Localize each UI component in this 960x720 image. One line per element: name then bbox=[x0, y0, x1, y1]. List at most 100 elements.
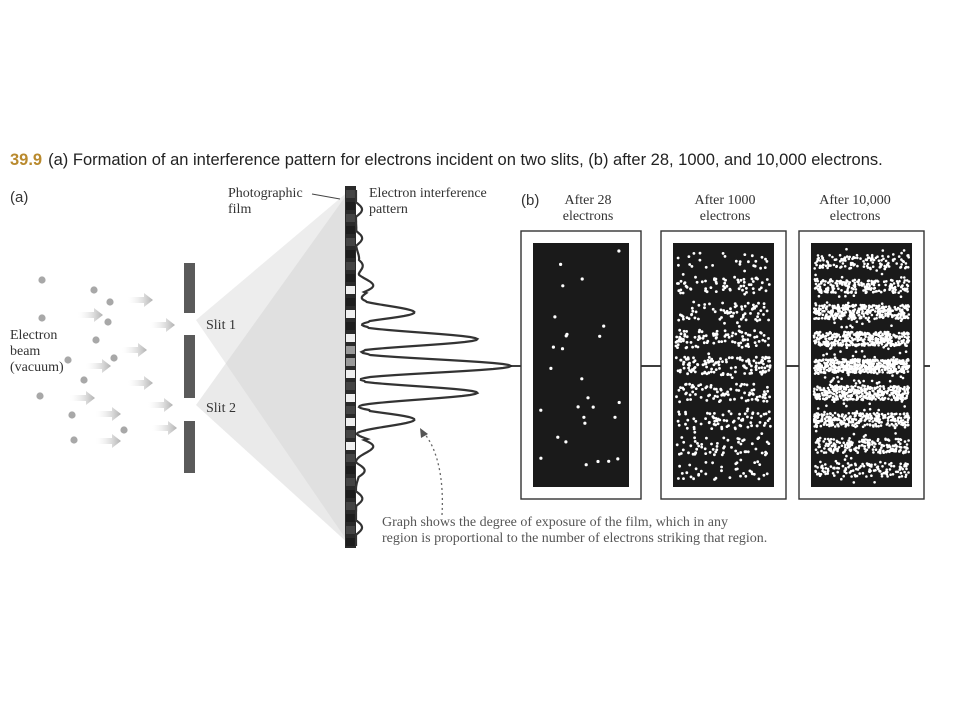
electron-hit bbox=[857, 282, 860, 286]
electron-hit bbox=[869, 416, 872, 420]
film-band bbox=[346, 526, 355, 534]
electron-hit bbox=[766, 364, 769, 368]
electron-hit bbox=[768, 359, 771, 363]
electron-hit bbox=[837, 440, 840, 444]
electron-hit bbox=[750, 470, 753, 474]
electron-hit bbox=[902, 361, 906, 364]
electron-hit bbox=[756, 460, 760, 464]
electron-hit bbox=[716, 422, 720, 426]
electron-hit bbox=[818, 397, 822, 401]
electron-hit bbox=[836, 470, 839, 474]
electron-hit bbox=[763, 421, 767, 425]
electron-hit bbox=[742, 438, 746, 442]
electron-dot bbox=[70, 436, 78, 444]
electron-hit bbox=[846, 444, 850, 448]
electron-hit bbox=[580, 277, 584, 281]
electron-hit bbox=[847, 282, 851, 286]
electron-hit bbox=[829, 358, 832, 361]
electron-hit bbox=[829, 447, 833, 451]
electron-hit bbox=[697, 335, 701, 339]
film-band bbox=[346, 226, 355, 234]
electron-hit bbox=[735, 461, 739, 465]
electron-hit bbox=[754, 344, 758, 347]
electron-hit bbox=[864, 286, 867, 289]
electron-hit bbox=[894, 432, 897, 435]
electron-hit bbox=[831, 414, 834, 417]
electron-hit bbox=[691, 345, 694, 349]
electron-hit bbox=[816, 368, 820, 372]
electron-hit bbox=[900, 370, 903, 374]
electron-hit bbox=[899, 375, 903, 379]
electron-hit bbox=[877, 283, 881, 287]
electron-hit bbox=[822, 304, 826, 308]
electron-hit bbox=[722, 419, 726, 422]
electron-hit bbox=[838, 366, 842, 369]
electron-hit bbox=[840, 275, 844, 279]
electron-hit bbox=[836, 284, 839, 288]
electron-hit bbox=[738, 356, 742, 360]
electron-hit bbox=[894, 317, 898, 320]
electron-hit bbox=[848, 361, 852, 364]
electron-hit bbox=[863, 355, 866, 358]
electron-hit bbox=[883, 309, 887, 313]
electron-hit bbox=[861, 392, 864, 396]
electron-hit bbox=[862, 364, 865, 367]
electron-hit bbox=[906, 391, 910, 394]
electron-hit bbox=[899, 314, 902, 318]
electron-hit bbox=[866, 318, 870, 322]
electron-hit bbox=[843, 445, 847, 449]
electron-hit bbox=[901, 396, 905, 399]
electron-hit bbox=[879, 424, 883, 427]
electron-dot bbox=[120, 426, 128, 434]
electron-hit bbox=[831, 396, 835, 399]
electron-hit bbox=[837, 343, 841, 347]
electron-hit bbox=[710, 367, 713, 371]
electron-hit bbox=[843, 396, 847, 399]
electron-hit bbox=[866, 331, 869, 335]
electron-hit bbox=[677, 318, 681, 322]
electron-hit bbox=[888, 370, 892, 374]
electron-hit bbox=[729, 412, 733, 416]
electron-hit bbox=[890, 358, 893, 361]
electron-hit bbox=[879, 365, 882, 369]
electron-hit bbox=[751, 392, 754, 395]
electron-hit bbox=[745, 291, 748, 294]
electron-hit bbox=[873, 392, 876, 395]
electron-hit bbox=[872, 451, 875, 454]
film-band bbox=[346, 454, 355, 462]
electron-hit bbox=[850, 385, 853, 388]
electron-hit bbox=[903, 405, 906, 408]
electron-hit bbox=[818, 304, 821, 308]
electron-hit bbox=[602, 324, 606, 328]
electron-hit bbox=[753, 329, 756, 333]
electron-hit bbox=[690, 312, 694, 316]
electron-hit bbox=[741, 338, 745, 342]
electron-hit bbox=[881, 398, 885, 402]
electron-hit bbox=[743, 253, 747, 256]
film-band bbox=[346, 322, 355, 330]
electron-hit bbox=[889, 312, 892, 316]
electron-arrow-icon bbox=[148, 398, 173, 412]
electron-hit bbox=[841, 394, 844, 398]
electron-hit bbox=[694, 393, 697, 396]
electron-hit bbox=[814, 429, 818, 433]
electron-hit bbox=[883, 368, 887, 372]
electron-hit bbox=[820, 304, 824, 308]
electron-hit bbox=[867, 368, 870, 371]
electron-hit bbox=[824, 451, 828, 454]
electron-hit bbox=[817, 395, 820, 398]
electron-hit bbox=[580, 377, 584, 381]
electron-hit bbox=[565, 332, 569, 336]
electron-hit bbox=[824, 444, 827, 448]
electron-dot bbox=[64, 356, 72, 364]
electron-hit bbox=[726, 333, 730, 337]
electron-hit bbox=[825, 339, 828, 343]
electron-hit bbox=[868, 402, 871, 406]
electron-hit bbox=[824, 463, 827, 466]
electron-hit bbox=[745, 359, 748, 363]
electron-hit bbox=[887, 255, 890, 258]
electron-hit bbox=[751, 287, 755, 290]
electron-hit bbox=[844, 425, 847, 428]
electron-hit bbox=[686, 398, 689, 401]
electron-hit bbox=[757, 301, 760, 305]
